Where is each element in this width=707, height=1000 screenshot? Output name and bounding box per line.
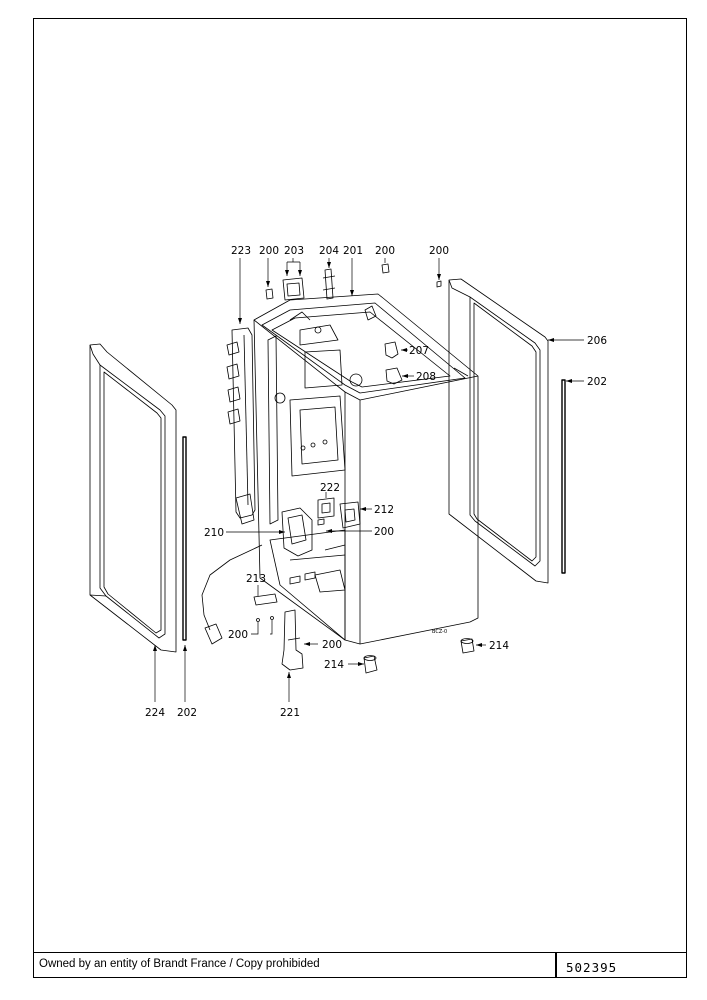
front-frame-rail [226, 327, 256, 525]
label-206: 206 [587, 335, 607, 347]
clip-208 [385, 367, 403, 385]
label-202: 202 [177, 707, 197, 719]
component-212 [339, 501, 361, 529]
label-203: 203 [284, 245, 304, 257]
label-208: 208 [416, 371, 436, 383]
clip-207 [384, 341, 399, 359]
cabinet-stamp: BCZ-0 [432, 629, 447, 635]
reference-number: 502395 [566, 960, 618, 975]
label-202: 202 [587, 376, 607, 388]
bracket-203 [282, 277, 305, 301]
title-block-footer: Owned by an entity of Brandt France / Co… [33, 952, 687, 978]
label-214: 214 [324, 659, 344, 671]
label-207: 207 [409, 345, 429, 357]
component-213 [253, 593, 278, 622]
mains-cable [201, 544, 263, 645]
label-204: 204 [319, 245, 339, 257]
leader-arrows [153, 262, 572, 678]
screws-200 [265, 263, 442, 526]
right-side-panel [448, 278, 549, 584]
footer-divider [555, 953, 557, 977]
left-side-panel [89, 343, 177, 653]
bracket-204 [322, 268, 336, 300]
left-seal-strip [182, 436, 187, 641]
label-200: 200 [228, 629, 248, 641]
label-224: 224 [145, 707, 165, 719]
component-221 [281, 609, 304, 671]
label-210: 210 [204, 527, 224, 539]
part-labels: 223 200 203 204 201 200 200 207 208 206 … [145, 245, 607, 719]
label-200: 200 [322, 639, 342, 651]
foot-214-right [460, 638, 475, 654]
component-222 [317, 497, 335, 519]
label-222: 222 [320, 482, 340, 494]
component-210 [281, 507, 313, 557]
label-223: 223 [231, 245, 251, 257]
label-221: 221 [280, 707, 300, 719]
label-213: 213 [246, 573, 266, 585]
foot-214-front [363, 655, 378, 674]
label-200: 200 [429, 245, 449, 257]
label-201: 201 [343, 245, 363, 257]
ownership-notice: Owned by an entity of Brandt France / Co… [39, 958, 320, 970]
label-200: 200 [374, 526, 394, 538]
label-200: 200 [375, 245, 395, 257]
label-214: 214 [489, 640, 509, 652]
drawing-sheet [33, 18, 687, 978]
label-212: 212 [374, 504, 394, 516]
leader-lines [154, 258, 584, 702]
right-seal-strip [561, 379, 566, 574]
cabinet-body [253, 293, 479, 645]
label-200: 200 [259, 245, 279, 257]
